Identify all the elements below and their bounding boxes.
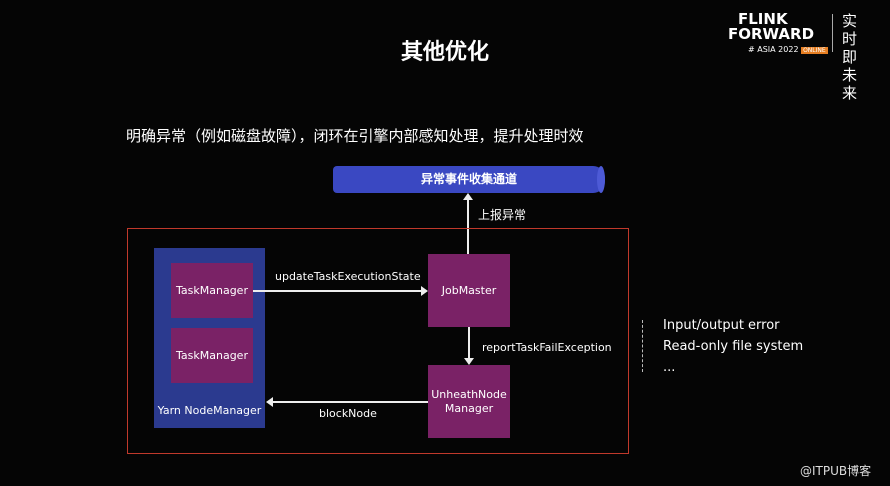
unhealth-node-manager: UnheathNode Manager bbox=[428, 365, 510, 438]
update-label: updateTaskExecutionState bbox=[275, 270, 421, 283]
arrow-head bbox=[266, 397, 273, 407]
report-arrow bbox=[467, 198, 469, 254]
logo-divider bbox=[832, 14, 833, 52]
taskmanager-1: TaskManager bbox=[171, 263, 253, 318]
engine-boundary bbox=[127, 228, 629, 454]
yarn-label: Yarn NodeManager bbox=[157, 404, 262, 417]
jobmaster: JobMaster bbox=[428, 254, 510, 327]
error-item: Read-only file system bbox=[663, 339, 804, 354]
arrow-head bbox=[463, 193, 473, 200]
logo-badge: ONLINE bbox=[801, 47, 828, 54]
logo-line3: # ASIA 2022 bbox=[748, 45, 799, 54]
taskmanager-2: TaskManager bbox=[171, 328, 253, 383]
report-label: 上报异常 bbox=[478, 208, 527, 222]
logo-cn: 实时即未来 bbox=[842, 12, 858, 102]
channel-label: 异常事件收集通道 bbox=[420, 172, 517, 186]
error-item: Input/output error bbox=[663, 318, 780, 333]
report-fail-arrow bbox=[468, 327, 470, 358]
arrow-head bbox=[421, 286, 428, 296]
exception-channel: 异常事件收集通道 bbox=[333, 166, 605, 193]
block-arrow bbox=[273, 401, 428, 403]
report-fail-label: reportTaskFailException bbox=[482, 341, 612, 354]
error-item: ... bbox=[663, 360, 676, 375]
flink-forward-logo: FLINK FORWARD # ASIA 2022 ONLINE bbox=[728, 12, 828, 58]
block-label: blockNode bbox=[319, 407, 377, 420]
logo-line2: FORWARD bbox=[728, 25, 815, 43]
subtitle: 明确异常（例如磁盘故障），闭环在引擎内部感知处理，提升处理时效 bbox=[126, 127, 584, 145]
arrow-head bbox=[464, 358, 474, 365]
watermark: @ITPUB博客 bbox=[800, 464, 872, 478]
bracket bbox=[642, 320, 649, 372]
update-arrow bbox=[253, 290, 421, 292]
logo-line1: FLINK bbox=[738, 10, 788, 28]
slide-title: 其他优化 bbox=[400, 40, 489, 65]
